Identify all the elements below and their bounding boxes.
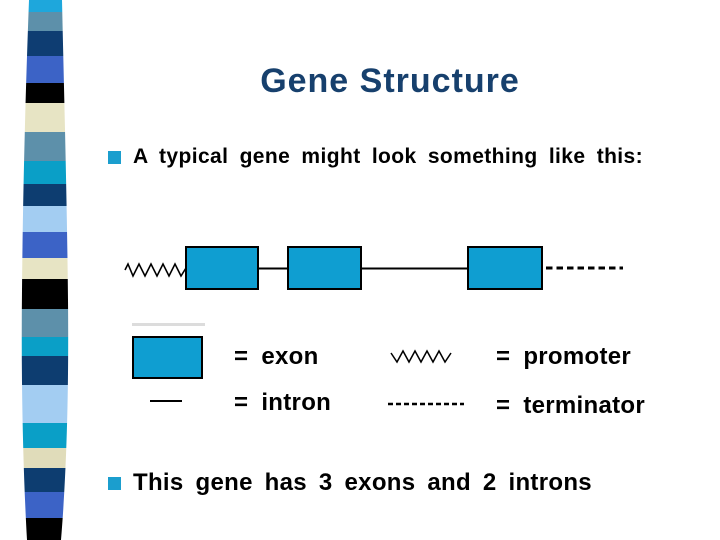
- bullet-text-intro: A typical gene might look something like…: [133, 145, 644, 168]
- ribbon-segment: [0, 337, 80, 356]
- legend-word: terminator: [523, 392, 646, 419]
- ribbon-segment: [0, 448, 80, 468]
- legend-word: intron: [261, 389, 332, 416]
- ribbon-segment: [0, 31, 80, 56]
- legend-terminator-dashed-icon: [388, 402, 464, 406]
- bullet-square-icon: [108, 477, 121, 490]
- legend-intron-line-icon: [150, 400, 182, 402]
- ribbon-segment: [0, 184, 80, 206]
- equals-sign: =: [496, 392, 511, 419]
- ribbon-segment: [0, 103, 80, 132]
- equals-sign: =: [234, 389, 249, 416]
- ribbon-segment: [0, 83, 80, 103]
- bullet-square-icon: [108, 151, 121, 164]
- promoter-wavy-icon: [124, 262, 187, 278]
- legend-promoter-wavy-icon: [390, 349, 452, 364]
- ribbon-segment: [0, 161, 80, 184]
- equals-sign: =: [496, 343, 511, 370]
- exon-box-2: [287, 246, 362, 290]
- legend-label-promoter: = promoter: [496, 343, 631, 372]
- legend-word: promoter: [523, 343, 632, 370]
- bullet-text-summary: This gene has 3 exons and 2 introns: [133, 469, 592, 496]
- ribbon-segment: [0, 518, 80, 540]
- ribbon-segment: [0, 385, 80, 423]
- ribbon-segment: [0, 309, 80, 337]
- ribbon-segment: [0, 0, 80, 12]
- ribbon-segment: [0, 56, 80, 83]
- legend-label-intron: = intron: [234, 389, 331, 418]
- legend-word: exon: [261, 343, 319, 370]
- legend-label-exon: = exon: [234, 343, 319, 372]
- ribbon-segment: [0, 492, 80, 518]
- gene-structure-diagram: [124, 246, 623, 290]
- equals-sign: =: [234, 343, 249, 370]
- ribbon-segment: [0, 132, 80, 161]
- legend-exon-box-icon: [132, 336, 203, 379]
- ribbon-segment: [0, 206, 80, 232]
- ribbon-segment: [0, 356, 80, 385]
- exon-box-3: [467, 246, 543, 290]
- ribbon-segment: [0, 468, 80, 492]
- page-title: Gene Structure: [260, 62, 520, 100]
- ribbon-segment: [0, 12, 80, 31]
- ribbon-segment: [0, 423, 80, 448]
- exon-box-1: [185, 246, 259, 290]
- legend-label-terminator: = terminator: [496, 392, 645, 421]
- decorative-gray-line: [132, 323, 205, 326]
